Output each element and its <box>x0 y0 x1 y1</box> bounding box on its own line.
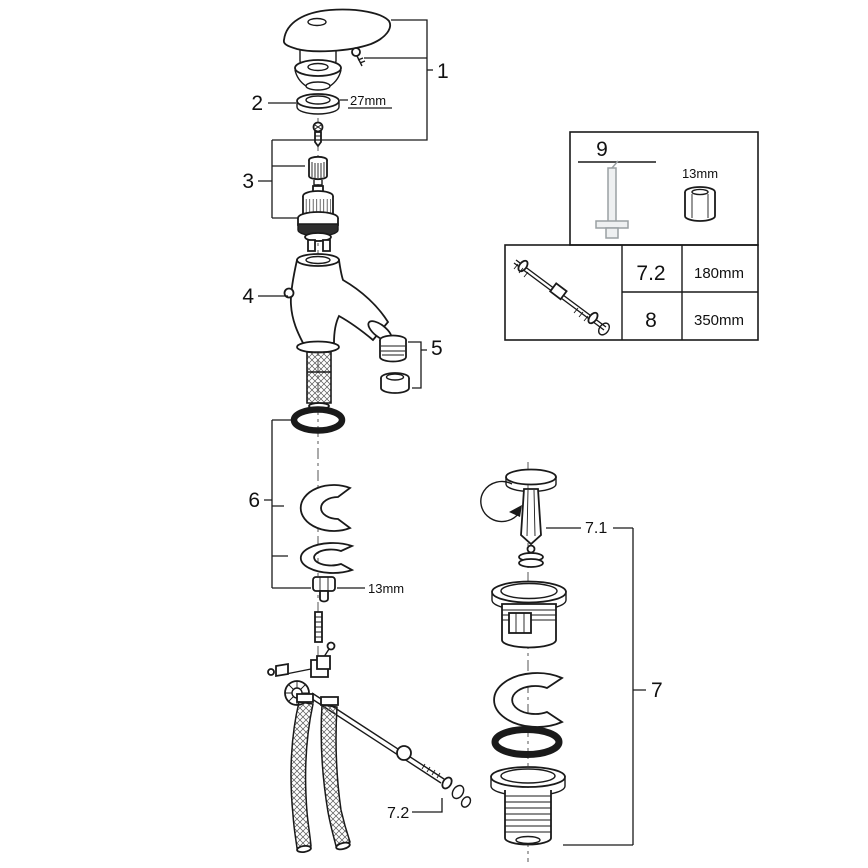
hose-length-box <box>504 244 759 341</box>
table-row1-ref: 7.2 <box>636 262 665 285</box>
hose-rod <box>513 259 611 336</box>
callout-1-label: 1 <box>437 60 449 83</box>
cartridge-cap <box>308 155 328 186</box>
box9-number-label: 9 <box>596 138 608 161</box>
mounting-bolt <box>312 576 336 603</box>
drain-o-ring <box>491 726 563 758</box>
inlet-fitting <box>267 641 336 678</box>
mounting-stud <box>314 611 323 643</box>
mounting-washer <box>299 542 355 574</box>
installation-tool <box>595 160 629 239</box>
callout-leader-lines <box>258 19 646 846</box>
plug-washers <box>518 552 544 568</box>
cartridge <box>297 185 339 252</box>
callout-2-label: 2 <box>251 92 263 115</box>
table-row2-length: 350mm <box>694 312 744 329</box>
o-ring-seal <box>290 406 346 434</box>
callout-7-2-label: 7.2 <box>387 805 409 822</box>
mounting-clamp <box>299 484 352 532</box>
cartridge-screw <box>312 121 324 148</box>
popup-plug <box>505 468 557 554</box>
faucet-body <box>283 253 393 354</box>
aerator-insert <box>379 334 407 363</box>
dim-13mm-label: 13mm <box>368 581 404 596</box>
rotation-arrow-icon <box>480 480 522 523</box>
dome-cap <box>294 59 342 91</box>
dim-27mm-label: 27mm <box>350 93 386 108</box>
drain-bottom-body <box>490 766 566 846</box>
supply-shank <box>306 351 332 410</box>
handle-screw <box>351 47 366 67</box>
supply-hoses <box>290 693 351 854</box>
cap-ring-27mm <box>296 93 340 115</box>
aerator-ring <box>380 372 410 394</box>
callout-4-label: 4 <box>242 285 254 308</box>
callout-7-1-label: 7.1 <box>585 520 607 537</box>
box9-13mm-label: 13mm <box>682 166 718 181</box>
callout-5-label: 5 <box>431 337 443 360</box>
drain-clamp <box>493 672 564 728</box>
table-row1-length: 180mm <box>694 265 744 282</box>
table-row2-ref: 8 <box>645 309 657 332</box>
callout-3-label: 3 <box>242 170 254 193</box>
callout-6-label: 6 <box>248 489 260 512</box>
callout-7-label: 7 <box>651 679 663 702</box>
drain-top-flange <box>491 580 567 649</box>
socket-13mm <box>684 186 716 222</box>
